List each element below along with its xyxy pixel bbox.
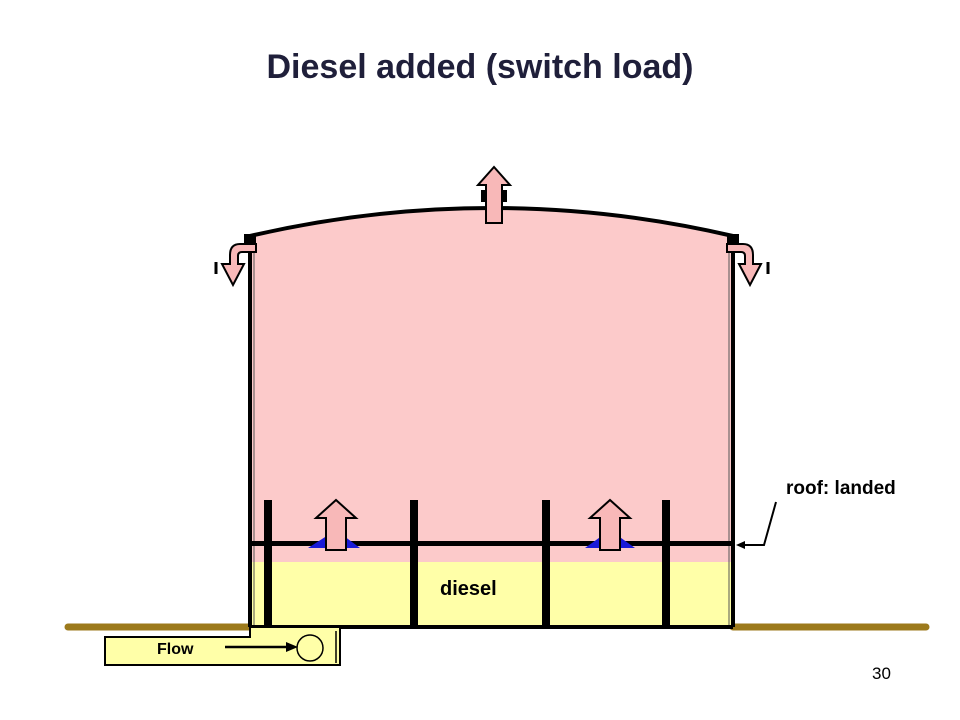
inlet-valve-circle: [296, 634, 324, 662]
liquid-label: diesel: [440, 578, 497, 600]
roof-leg-4: [662, 500, 670, 628]
roof-leg-1: [264, 500, 272, 628]
roof-leg-3: [542, 500, 550, 628]
flow-label: Flow: [157, 641, 194, 658]
inlet-pipe: [104, 626, 341, 666]
page-number: 30: [872, 664, 891, 683]
roof-status-label: roof: landed: [786, 478, 896, 499]
top-vent-arrow: [475, 165, 513, 224]
right-vent-arrow: [726, 243, 763, 288]
roof-vent-arrow-left: [313, 498, 359, 551]
slide-title: Diesel added (switch load): [266, 48, 694, 86]
roof-status-leader-arrowhead: [736, 541, 745, 549]
roof-status-leader-line: [742, 501, 777, 546]
flow-arrow-head: [286, 642, 298, 652]
left-vent-arrow: [220, 243, 257, 288]
diesel-liquid: [250, 562, 733, 627]
floating-roof-deck: [250, 541, 733, 546]
roof-leg-2: [410, 500, 418, 628]
roof-vent-arrow-right: [587, 498, 633, 551]
